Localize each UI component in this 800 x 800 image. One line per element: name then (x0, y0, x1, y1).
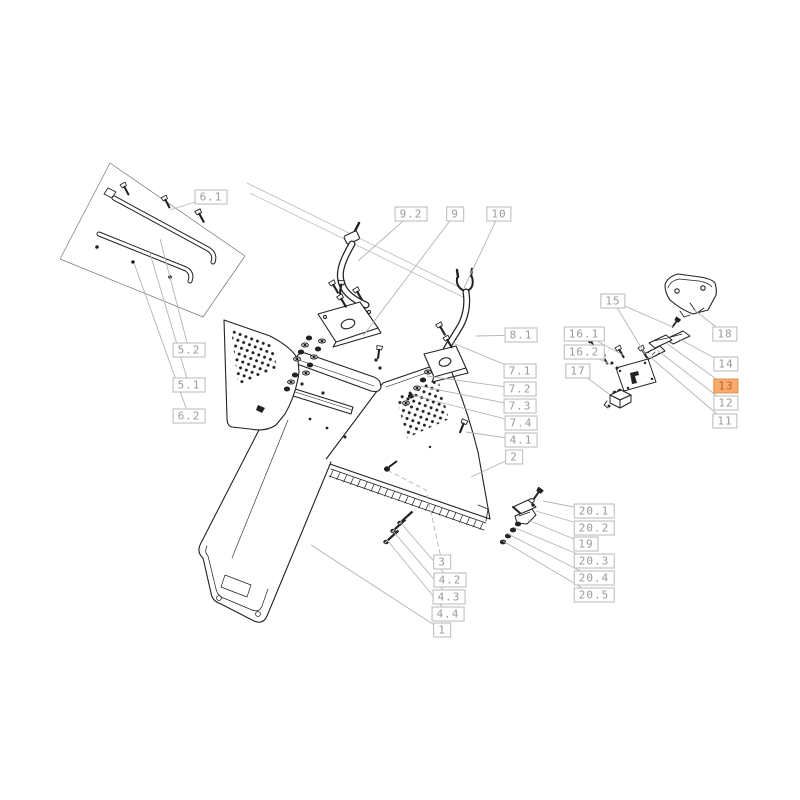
part-label-20-2[interactable]: 20.2 (573, 520, 615, 536)
part-label-4-1[interactable]: 4.1 (504, 432, 538, 448)
part-label-7-1[interactable]: 7.1 (503, 363, 537, 379)
part-label-7-4[interactable]: 7.4 (504, 415, 538, 431)
hinge-cluster (499, 486, 545, 545)
rail-hatch-tick (377, 486, 382, 495)
leader-line-7-4 (411, 394, 522, 424)
leader-line-15 (612, 300, 646, 355)
part-label-20-1[interactable]: 20.1 (573, 503, 615, 519)
part-label-17[interactable]: 17 (565, 363, 591, 379)
leader-line-5-2 (159, 238, 190, 351)
switch-block (603, 388, 632, 409)
leader-line-20-5 (502, 540, 595, 596)
rail-hatch-tick (336, 472, 341, 480)
part-label-1[interactable]: 1 (433, 622, 451, 638)
rail-hatch-tick (356, 479, 361, 488)
rail-hatch-tick (438, 507, 443, 516)
console-left-wing (223, 319, 300, 431)
part-label-13[interactable]: 13 (713, 378, 739, 394)
part-label-5-1[interactable]: 5.1 (172, 377, 206, 393)
part-label-10[interactable]: 10 (486, 206, 512, 222)
rail-hatch-tick (411, 498, 416, 506)
leader-line-7-3 (418, 385, 521, 407)
rail-hatch-tick (404, 496, 409, 504)
part-label-8-1[interactable]: 8.1 (504, 327, 538, 343)
part-label-6-2[interactable]: 6.2 (172, 408, 206, 424)
leader-line-11 (648, 355, 726, 422)
part-label-9[interactable]: 9 (446, 206, 464, 222)
part-label-19[interactable]: 19 (573, 536, 599, 552)
part-label-4-3[interactable]: 4.3 (432, 589, 466, 605)
rail-hatch-tick (384, 489, 388, 497)
part-label-16-2[interactable]: 16.2 (563, 344, 605, 360)
part-label-7-2[interactable]: 7.2 (503, 381, 537, 397)
rail-hatch-tick (459, 515, 463, 523)
rail-hatch-tick (370, 484, 375, 492)
leader-line-4-2 (399, 521, 451, 581)
part-label-15[interactable]: 15 (600, 293, 626, 309)
rail-hatch-tick (425, 503, 429, 511)
part-label-3[interactable]: 3 (433, 554, 451, 570)
rail-hatch-tick (452, 512, 457, 521)
steering-column-chute (198, 372, 332, 623)
leader-line-5-1 (148, 249, 190, 386)
rail-hatch-tick (397, 493, 402, 502)
part-label-4-4[interactable]: 4.4 (431, 606, 465, 622)
rail-hatch-tick (329, 470, 334, 478)
leader-line-9-2 (357, 213, 412, 262)
bottom-screw-set (382, 460, 414, 546)
part-label-18[interactable]: 18 (712, 326, 738, 342)
rail-hatch (329, 470, 484, 530)
rail-hatch-tick (479, 522, 484, 530)
rail-hatch-tick (343, 474, 347, 483)
cover-plate (664, 273, 717, 318)
part-label-7-3[interactable]: 7.3 (503, 398, 537, 414)
rail-hatch-tick (350, 477, 354, 485)
console-right-panel (323, 358, 491, 531)
part-label-12[interactable]: 12 (713, 395, 739, 411)
leader-line-1 (310, 544, 443, 631)
leader-line-9 (362, 213, 456, 337)
part-label-20-5[interactable]: 20.5 (573, 587, 615, 603)
part-label-20-4[interactable]: 20.4 (573, 570, 615, 586)
part-label-16-1[interactable]: 16.1 (563, 326, 605, 342)
part-label-5-2[interactable]: 5.2 (172, 342, 206, 358)
rail-hatch-tick (466, 517, 470, 525)
part-label-2[interactable]: 2 (505, 449, 523, 465)
leader-line-12 (656, 349, 727, 404)
lever-right-assembly (374, 267, 474, 435)
part-label-20-3[interactable]: 20.3 (573, 553, 615, 569)
rail-hatch-tick (418, 500, 422, 509)
part-label-9-2[interactable]: 9.2 (394, 206, 428, 222)
part-label-14[interactable]: 14 (713, 356, 739, 372)
rail-hatch-tick (363, 481, 368, 490)
rail-hatch-tick (472, 519, 477, 528)
lever-left-assembly (283, 221, 382, 392)
rail-hatch-tick (431, 505, 436, 514)
part-label-4-2[interactable]: 4.2 (433, 572, 467, 588)
rail-hatch-tick (391, 491, 395, 499)
blade-detail-inset (59, 162, 246, 318)
leader-line-3 (388, 470, 443, 563)
part-label-6-1[interactable]: 6.1 (194, 189, 228, 205)
part-label-11[interactable]: 11 (712, 413, 738, 429)
rail-hatch-tick (445, 510, 450, 518)
leader-line-10 (463, 213, 500, 289)
leader-line-6-2 (133, 262, 190, 417)
